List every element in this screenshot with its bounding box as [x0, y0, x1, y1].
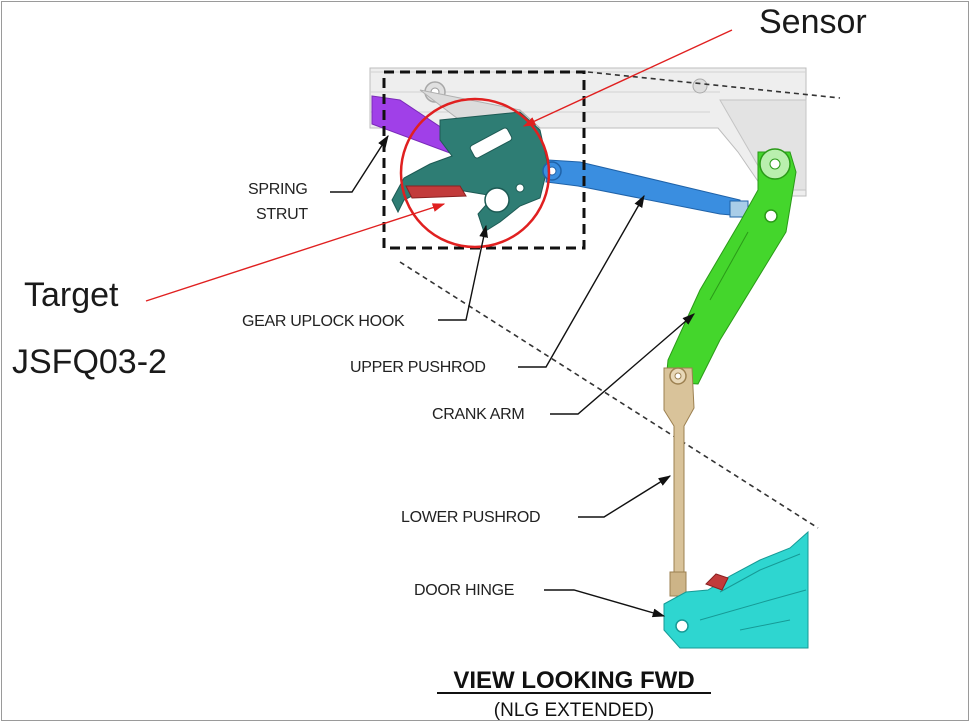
- door-hinge-part: [663, 530, 809, 649]
- target-leader-line: [145, 203, 446, 302]
- view-title: VIEW LOOKING FWD: [453, 667, 694, 694]
- gear-uplock-hook-label: GEAR UPLOCK HOOK: [242, 313, 405, 330]
- door-hinge-label: DOOR HINGE: [414, 582, 514, 599]
- crank-arm-label: CRANK ARM: [432, 406, 524, 423]
- sensor-annotation-label: Sensor: [759, 3, 867, 41]
- sensor-leader-line: [522, 29, 733, 127]
- sensor-highlight-circle: [399, 97, 551, 249]
- gear-uplock-hook-part: [391, 111, 549, 233]
- upper-pushrod-part: [542, 159, 749, 218]
- upper-pushrod-label: UPPER PUSHROD: [350, 359, 486, 376]
- reference-lines: [399, 71, 841, 529]
- crank-arm-part: [665, 148, 797, 385]
- detail-box: [382, 70, 586, 250]
- lower-pushrod-label: LOWER PUSHROD: [401, 509, 540, 526]
- spring-strut-label-line2: STRUT: [256, 206, 308, 223]
- target-annotation-label: Target: [24, 276, 119, 314]
- label-leader-lines: [330, 134, 695, 618]
- part-number-label: JSFQ03-2: [12, 343, 167, 381]
- sensor-target-annotation: [145, 29, 733, 302]
- spring-strut-label-line1: SPRING: [248, 181, 308, 198]
- view-subtitle: (NLG EXTENDED): [494, 700, 654, 721]
- lower-pushrod-part: [663, 367, 695, 597]
